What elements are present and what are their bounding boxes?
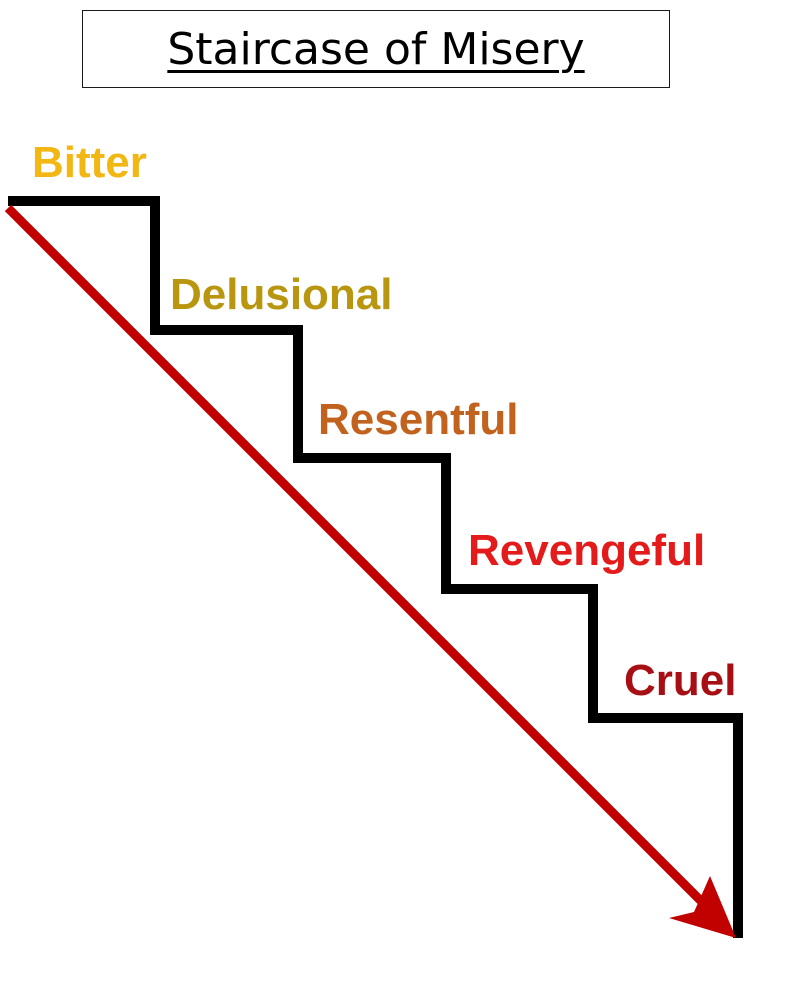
staircase-line bbox=[8, 196, 743, 938]
step-label-resentful: Resentful bbox=[318, 395, 519, 444]
step-label-revengeful: Revengeful bbox=[468, 526, 706, 575]
arrow-head-icon bbox=[669, 876, 736, 938]
step-label-bitter: Bitter bbox=[32, 138, 147, 187]
descent-arrow bbox=[4, 204, 736, 938]
step-label-cruel: Cruel bbox=[624, 656, 737, 705]
title-box: Staircase of Misery bbox=[82, 10, 670, 88]
diagram-title: Staircase of Misery bbox=[167, 23, 585, 75]
step-label-delusional: Delusional bbox=[170, 270, 393, 319]
arrow-shaft bbox=[4, 204, 716, 916]
